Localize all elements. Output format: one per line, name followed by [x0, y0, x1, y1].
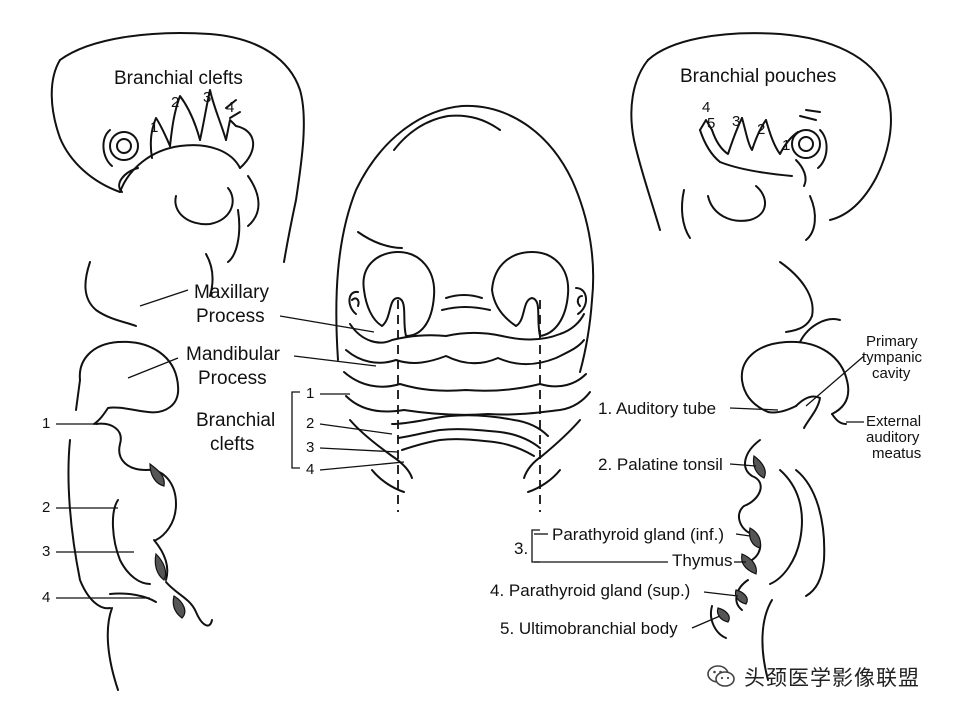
- external-auditory-label-1: External: [866, 413, 921, 430]
- embryo-clefts-view: [50, 32, 305, 263]
- auditory-tube-label: 1. Auditory tube: [598, 399, 716, 418]
- embryo-frontal-face: [335, 104, 595, 493]
- branchial-clefts-label-2: clefts: [210, 434, 254, 455]
- mandibular-label-2: Process: [198, 368, 267, 389]
- top-cleft-label: 1: [150, 119, 158, 136]
- wechat-icon: [707, 665, 735, 687]
- external-auditory-label-3: meatus: [872, 445, 921, 462]
- left-cleft-label: 2: [42, 499, 50, 516]
- external-auditory-label-2: auditory: [866, 429, 920, 446]
- embryo-pouches-view: [630, 32, 892, 241]
- maxillary-label-1: Maxillary: [194, 282, 269, 303]
- watermark: 头颈医学影像联盟: [706, 662, 920, 692]
- right-pouch-section: [710, 261, 850, 681]
- title-branchial-pouches: Branchial pouches: [680, 66, 836, 87]
- top-pouch-label: 4: [702, 99, 710, 116]
- center-cleft-label: 4: [306, 461, 314, 478]
- top-pouch-label: 1: [782, 137, 790, 154]
- primary-tympanic-label-3: cavity: [872, 365, 911, 382]
- top-cleft-label: 2: [171, 94, 179, 111]
- maxillary-label-2: Process: [196, 306, 265, 327]
- top-pouch-label: 5: [707, 115, 715, 132]
- parathyroid-inf-label: Parathyroid gland (inf.): [552, 525, 724, 544]
- top-cleft-label: 4: [226, 99, 234, 116]
- ultimobranchial-label: 5. Ultimobranchial body: [500, 619, 678, 638]
- center-cleft-label: 2: [306, 415, 314, 432]
- thymus-label: Thymus: [672, 551, 732, 570]
- top-pouch-label: 2: [757, 121, 765, 138]
- group-3-label: 3.: [514, 539, 528, 558]
- left-cleft-section: [67, 253, 214, 691]
- left-cleft-label: 3: [42, 543, 50, 560]
- center-cleft-label: 1: [306, 385, 314, 402]
- primary-tympanic-label-1: Primary: [866, 333, 918, 350]
- mandibular-label-1: Mandibular: [186, 344, 281, 365]
- parathyroid-sup-label: 4. Parathyroid gland (sup.): [490, 581, 690, 600]
- branchial-clefts-label-1: Branchial: [196, 410, 275, 431]
- title-branchial-clefts: Branchial clefts: [114, 68, 243, 89]
- top-pouch-label: 3: [732, 113, 740, 130]
- palatine-tonsil-label: 2. Palatine tonsil: [598, 455, 723, 474]
- left-cleft-label: 4: [42, 589, 50, 606]
- watermark-text: 头颈医学影像联盟: [744, 666, 920, 690]
- primary-tympanic-label-2: tympanic: [862, 349, 923, 366]
- center-cleft-label: 3: [306, 439, 314, 456]
- left-cleft-label: 1: [42, 415, 50, 432]
- top-cleft-label: 3: [203, 89, 211, 106]
